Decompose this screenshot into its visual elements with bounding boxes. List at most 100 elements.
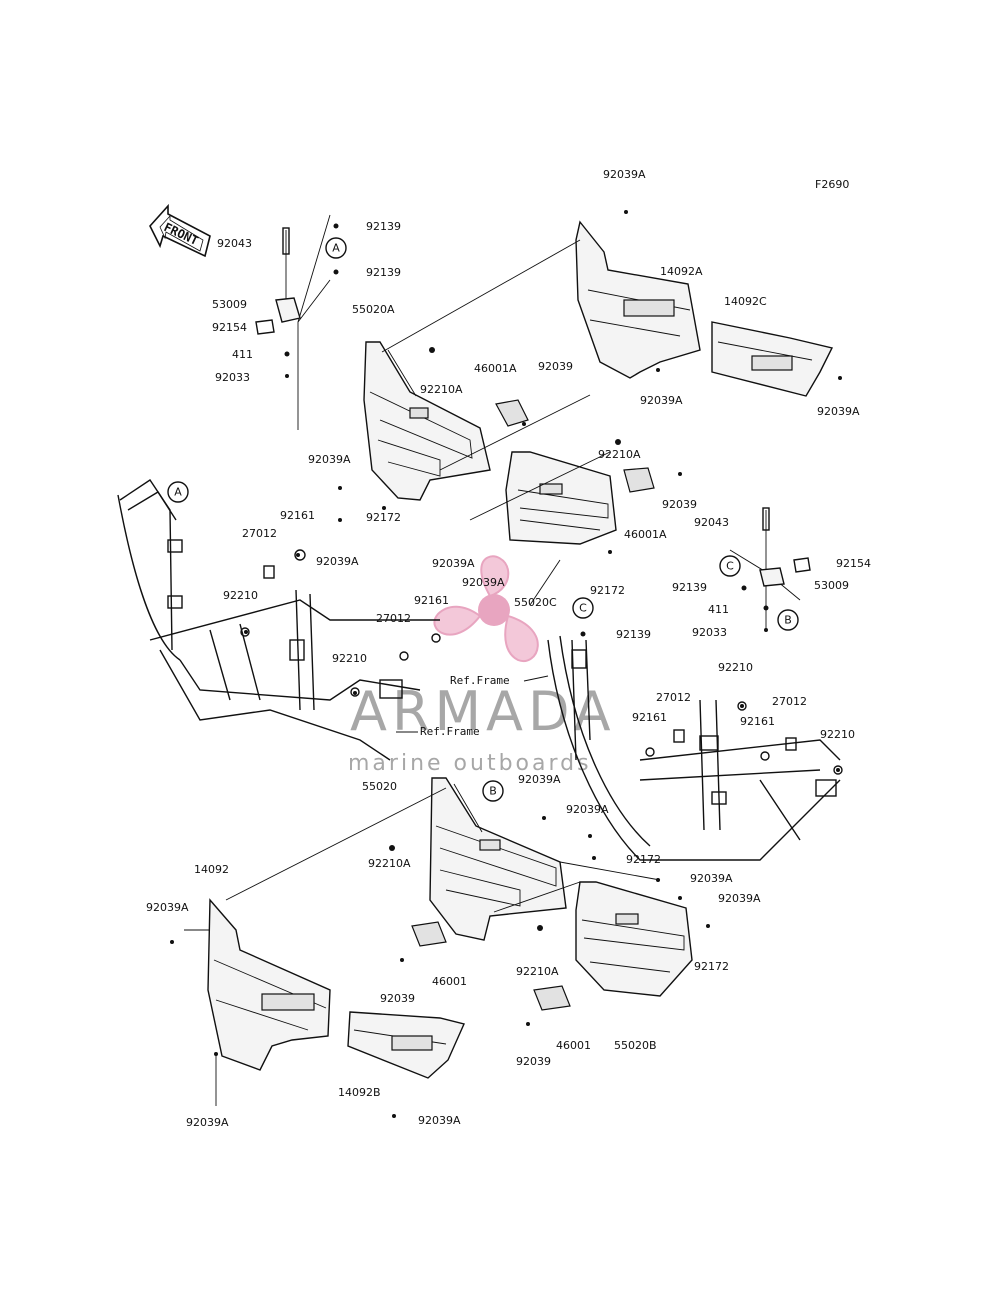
part-label: 92210 (718, 661, 753, 674)
frame-left (117, 479, 441, 761)
part-label: 92033 (215, 371, 250, 384)
part-label: 55020B (614, 1039, 657, 1052)
part-label: 92210 (820, 728, 855, 741)
part-label: 92043 (694, 516, 729, 529)
part-label: 92161 (632, 711, 667, 724)
part-label: 92039 (516, 1055, 551, 1068)
watermark: ARMADA marine outboards (348, 555, 616, 776)
part-label: 55020A (352, 303, 395, 316)
callout-b-lower: B (482, 780, 504, 802)
ref-frame-right: Ref.Frame (450, 674, 510, 687)
panel-55020 (429, 777, 567, 941)
part-label: 92139 (366, 220, 401, 233)
part-label: 92161 (280, 509, 315, 522)
part-label: 55020 (362, 780, 397, 793)
part-label: 411 (232, 348, 253, 361)
part-label: 92210A (420, 383, 463, 396)
part-label: 14092 (194, 863, 229, 876)
part-label: 14092B (338, 1086, 381, 1099)
part-label: 27012 (376, 612, 411, 625)
part-label: 92210A (598, 448, 641, 461)
upper-left-mount (255, 214, 339, 430)
callout-c-frame-label: C (579, 602, 587, 615)
part-label: 92039A (603, 168, 646, 181)
callout-c-frame: C (572, 597, 594, 619)
panel-14092a (575, 220, 701, 379)
guard-46001-left (411, 921, 447, 947)
part-label: 92161 (414, 594, 449, 607)
part-label: 92039A (308, 453, 351, 466)
part-label: 55020C (514, 596, 557, 609)
fasteners (170, 210, 842, 1118)
part-label: 92172 (590, 584, 625, 597)
guard-46001a-upper (495, 399, 529, 427)
part-label: 92039A (566, 803, 609, 816)
part-label: 92039A (462, 576, 505, 589)
panel-55020b (575, 881, 693, 997)
part-label: 53009 (212, 298, 247, 311)
part-label: 27012 (242, 527, 277, 540)
callout-b-right-label: B (784, 614, 792, 627)
callout-c-right: C (719, 555, 741, 577)
part-label: 92039A (418, 1114, 461, 1127)
part-label: 92139 (672, 581, 707, 594)
part-label: 92039 (380, 992, 415, 1005)
panel-55020c (505, 451, 617, 545)
part-label: 92172 (366, 511, 401, 524)
part-label: 92039 (662, 498, 697, 511)
part-label: 92161 (740, 715, 775, 728)
part-label: 92039A (316, 555, 359, 568)
watermark-subtitle: marine outboards (348, 751, 592, 776)
guard-46001-right (533, 985, 571, 1011)
callout-b-right: B (777, 609, 799, 631)
callout-a-top: A (325, 237, 347, 259)
propeller-logo-icon (433, 555, 539, 663)
part-label: 92033 (692, 626, 727, 639)
panel-14092c (711, 321, 834, 397)
callout-c-right-label: C (726, 560, 734, 573)
part-label: 92043 (217, 237, 252, 250)
part-label: 27012 (772, 695, 807, 708)
part-label: 92039A (817, 405, 860, 418)
part-label: 92210A (368, 857, 411, 870)
part-label: 92039A (640, 394, 683, 407)
ref-frame-left: Ref.Frame (420, 725, 480, 738)
part-label: 92210 (332, 652, 367, 665)
panel-14092 (207, 898, 331, 1071)
part-label: 92039A (690, 872, 733, 885)
part-label: 92039A (518, 773, 561, 786)
part-label: 92172 (626, 853, 661, 866)
part-label: 92154 (212, 321, 247, 334)
part-label: 92039A (146, 901, 189, 914)
part-label: 411 (708, 603, 729, 616)
guard-46001a-middle (623, 467, 655, 493)
part-label: 92139 (616, 628, 651, 641)
callout-a-top-label: A (332, 242, 340, 255)
part-label: 92139 (366, 266, 401, 279)
part-label: 92210 (223, 589, 258, 602)
part-label: 46001 (556, 1039, 591, 1052)
part-label: 92039A (432, 557, 475, 570)
part-label: 27012 (656, 691, 691, 704)
diagram-code: F2690 (815, 178, 849, 191)
part-labels: 92039A 92139 92043 92139 53009 92154 411… (146, 168, 871, 1129)
part-label: 46001A (474, 362, 517, 375)
part-label: 46001 (432, 975, 467, 988)
callout-a-frame-label: A (174, 486, 182, 499)
watermark-title: ARMADA (350, 680, 616, 743)
part-label: 92154 (836, 557, 871, 570)
panel-55020a (363, 341, 491, 501)
part-label: 92039 (538, 360, 573, 373)
part-label: 14092A (660, 265, 703, 278)
callout-b-lower-label: B (489, 785, 497, 798)
part-label: 92210A (516, 965, 559, 978)
part-label: 53009 (814, 579, 849, 592)
part-label: 92039A (186, 1116, 229, 1129)
part-label: 46001A (624, 528, 667, 541)
part-label: 92172 (694, 960, 729, 973)
part-label: 92039A (718, 892, 761, 905)
part-label: 14092C (724, 295, 767, 308)
callout-a-frame: A (167, 481, 189, 503)
front-arrow-icon: FRONT (149, 203, 211, 258)
